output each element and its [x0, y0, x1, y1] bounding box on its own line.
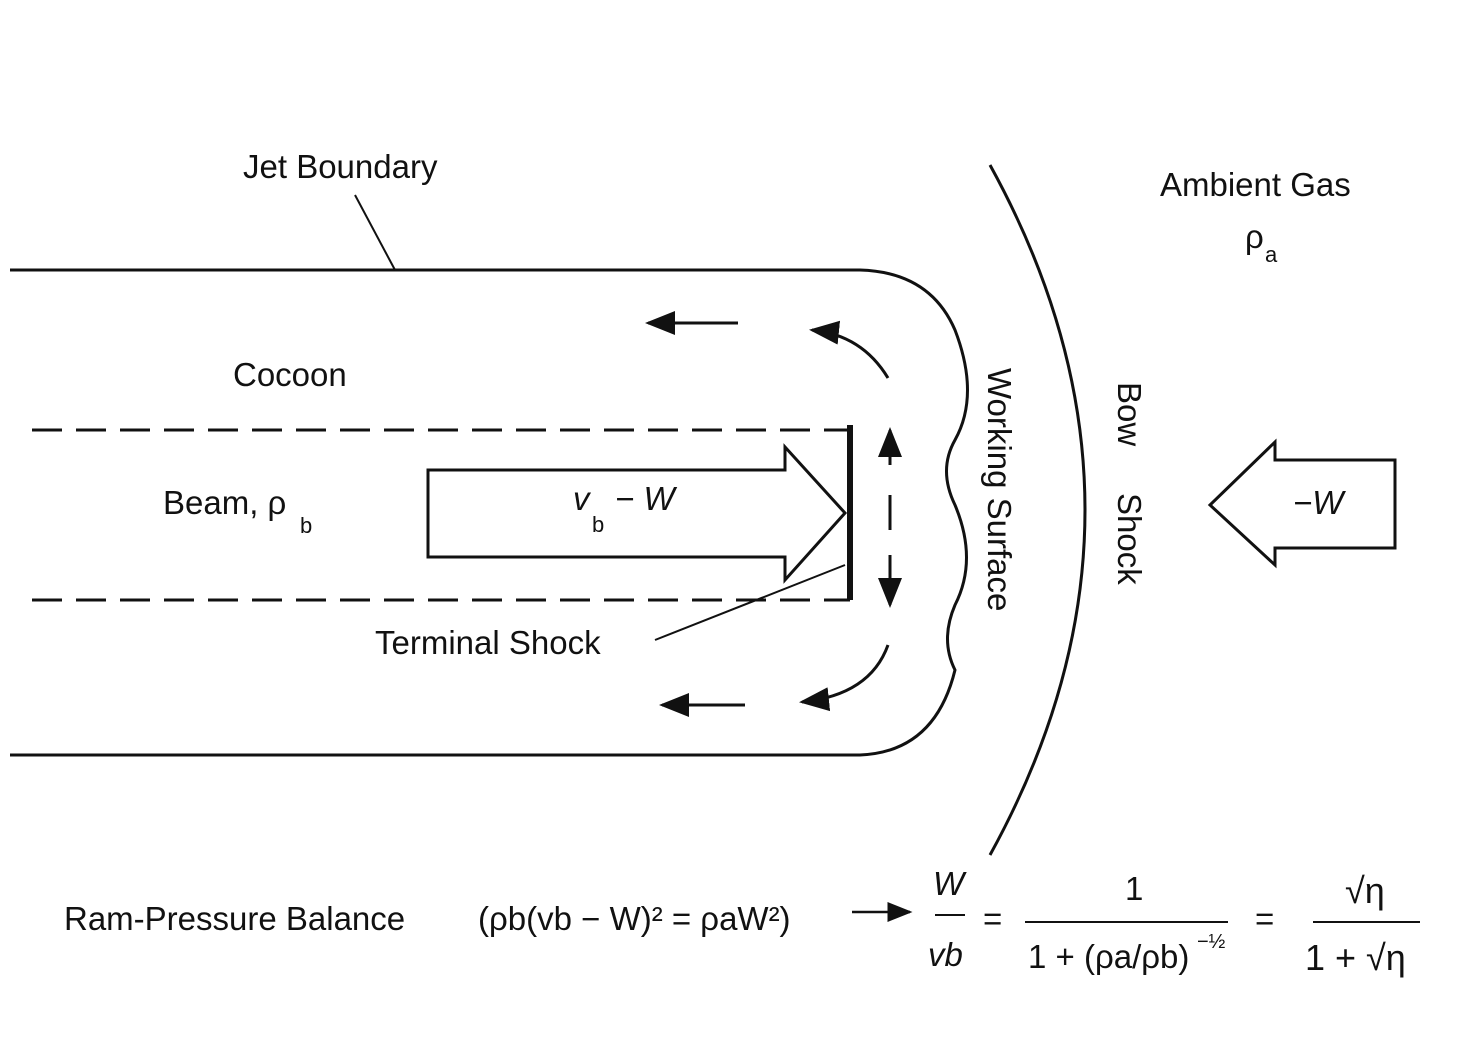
- backflow-curve-top: [809, 320, 890, 379]
- beam-rho-sub: b: [300, 513, 312, 538]
- ambient-velocity-arrow: [1207, 438, 1397, 569]
- beam-velocity-arrow: [426, 443, 848, 584]
- beam-velocity-rest: − W: [615, 480, 677, 517]
- working-surface-label: Working Surface: [981, 368, 1018, 611]
- rhs-numerator: √η: [1345, 870, 1385, 911]
- lhs-denominator: vb: [928, 936, 963, 973]
- ambient-rho-sub: a: [1265, 242, 1278, 267]
- bow-label: Bow: [1111, 382, 1148, 446]
- jet-boundary-line: [10, 268, 969, 757]
- equals-1: =: [983, 900, 1002, 937]
- mid-denominator-exp: −½: [1197, 931, 1226, 953]
- ambient-gas-label: Ambient Gas: [1160, 166, 1351, 203]
- mid-numerator: 1: [1125, 870, 1143, 907]
- ambient-velocity-label: −W: [1293, 484, 1346, 521]
- terminal-shock-label: Terminal Shock: [375, 624, 601, 661]
- equation-balance: (ρb(vb − W)² = ρaW²): [478, 900, 791, 937]
- jet-boundary-leader: [354, 194, 396, 271]
- equals-2: =: [1255, 900, 1274, 937]
- mid-denominator: 1 + (ρa/ρb): [1028, 938, 1189, 975]
- jet-boundary-label: Jet Boundary: [243, 148, 438, 185]
- lhs-numerator: W: [933, 865, 967, 902]
- shock-label: Shock: [1111, 493, 1148, 585]
- ambient-rho: ρ: [1245, 218, 1264, 255]
- beam-label: Beam, ρ: [163, 484, 286, 521]
- rhs-denominator: 1 + √η: [1305, 937, 1406, 978]
- bow-shock-arc: [988, 164, 1087, 856]
- beam-velocity-sub: b: [592, 512, 604, 537]
- terminal-shock-leader: [654, 564, 846, 641]
- backflow-curve-bottom: [799, 644, 890, 712]
- equation-title: Ram-Pressure Balance: [64, 900, 405, 937]
- cocoon-label: Cocoon: [233, 356, 347, 393]
- beam-velocity-v: v: [573, 480, 592, 517]
